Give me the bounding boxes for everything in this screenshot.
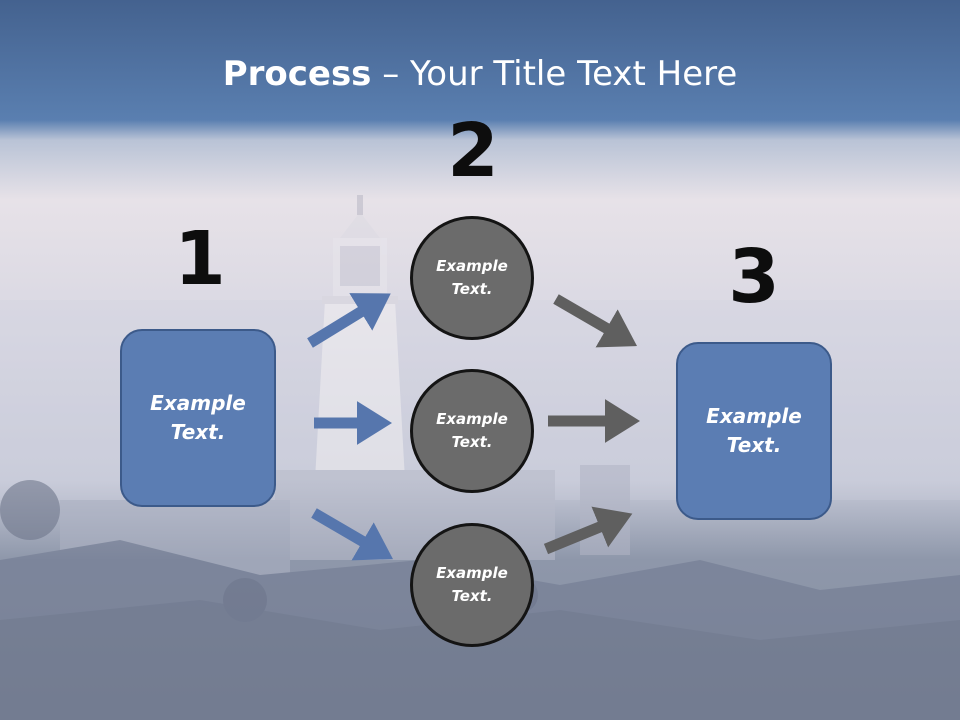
title-rest: – Your Title Text Here — [371, 54, 738, 94]
circle-top-text: Example Text. — [436, 257, 508, 298]
left-box-text: Example Text. — [150, 391, 246, 444]
process-circle-top: Example Text. — [410, 216, 534, 340]
step-number-2: 2 — [447, 108, 499, 194]
step-number-3: 3 — [728, 234, 780, 320]
process-circle-bottom: Example Text. — [410, 523, 534, 647]
title-bold: Process — [222, 54, 372, 94]
circle-middle-text: Example Text. — [436, 410, 508, 451]
slide-title: Process – Your Title Text Here — [0, 54, 960, 94]
circle-bottom-text: Example Text. — [436, 564, 508, 605]
right-process-box: Example Text. — [676, 342, 832, 520]
right-box-text: Example Text. — [706, 404, 802, 457]
left-process-box: Example Text. — [120, 329, 276, 507]
process-circle-middle: Example Text. — [410, 369, 534, 493]
step-number-1: 1 — [174, 216, 226, 302]
